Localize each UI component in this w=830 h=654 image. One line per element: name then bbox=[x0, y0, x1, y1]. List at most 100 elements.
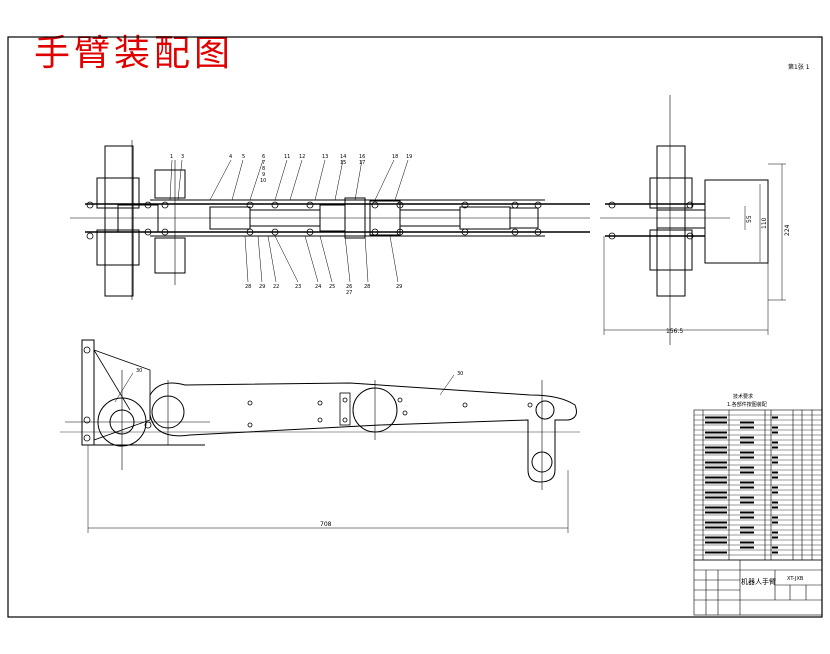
balloon-label: 29 bbox=[259, 284, 265, 290]
parts-list-entry-mark bbox=[740, 456, 754, 459]
parts-list-entry-mark bbox=[772, 491, 778, 494]
balloon-label: 11 bbox=[284, 154, 290, 160]
front-view-labels: 30 30 708 bbox=[136, 368, 463, 528]
parts-list-entry-mark bbox=[740, 421, 754, 424]
scale-note: 第1张 1 bbox=[788, 64, 810, 71]
balloon-label: 26 bbox=[346, 284, 352, 290]
parts-list-entry-mark bbox=[740, 511, 754, 514]
balloon-label: 28 bbox=[245, 284, 251, 290]
parts-list-entry-mark bbox=[740, 436, 754, 439]
parts-list-entry-mark bbox=[705, 526, 727, 529]
top-view bbox=[70, 140, 590, 300]
balloon-label: 30 bbox=[457, 371, 463, 377]
balloon-label: 23 bbox=[295, 284, 301, 290]
parts-list-entry-mark bbox=[740, 466, 754, 469]
dim-inner: 110 bbox=[761, 217, 768, 229]
parts-list-entry-mark bbox=[772, 521, 778, 524]
parts-list-entry-mark bbox=[772, 446, 778, 449]
parts-list-entry-mark bbox=[772, 416, 778, 419]
parts-list-entry-mark bbox=[705, 451, 727, 454]
parts-list-entry-mark bbox=[772, 516, 778, 519]
end-view-dimensions: 55 110 224 156.5 bbox=[666, 215, 791, 335]
balloon-label: 19 bbox=[406, 154, 412, 160]
parts-list-entry-mark bbox=[772, 461, 778, 464]
parts-list-entry-mark bbox=[705, 461, 727, 464]
parts-list-entry-mark bbox=[772, 471, 778, 474]
balloon-label: 8 bbox=[262, 166, 265, 172]
parts-list-entry-mark bbox=[705, 536, 727, 539]
parts-list-entry-mark bbox=[772, 476, 778, 479]
parts-list-entry-mark bbox=[772, 456, 778, 459]
parts-list-entry-mark bbox=[705, 436, 727, 439]
drawing-title: 手臂装配图 bbox=[34, 33, 235, 74]
parts-list-entry-mark bbox=[705, 416, 727, 419]
balloon-label: 15 bbox=[340, 160, 346, 166]
parts-list-entry-mark bbox=[740, 516, 754, 519]
balloon-label: 12 bbox=[299, 154, 305, 160]
front-view bbox=[60, 339, 580, 533]
parts-list-entry-mark bbox=[705, 511, 727, 514]
parts-list-entry-mark bbox=[705, 446, 727, 449]
top-view-balloons: 1 3 4 5 6 7 8 9 10 11 12 13 14 15 16 17 … bbox=[170, 154, 412, 296]
parts-list-entry-mark bbox=[705, 496, 727, 499]
parts-list-entry-mark bbox=[705, 481, 727, 484]
parts-list-entry-mark bbox=[772, 431, 778, 434]
drawing-code: XT-JXB bbox=[787, 576, 804, 582]
balloon-label: 22 bbox=[273, 284, 279, 290]
parts-list-entry-mark bbox=[705, 466, 727, 469]
balloon-label: 5 bbox=[242, 154, 245, 160]
parts-list-entry-mark bbox=[772, 441, 778, 444]
tech-requirements-note: 1.各部件按图装配 bbox=[727, 401, 767, 408]
parts-list-entry-mark bbox=[740, 546, 754, 549]
balloon-label: 14 bbox=[340, 154, 346, 160]
balloon-label: 25 bbox=[329, 284, 335, 290]
parts-list-entry-mark bbox=[772, 536, 778, 539]
parts-list-entry-mark bbox=[772, 546, 778, 549]
balloon-label: 29 bbox=[396, 284, 402, 290]
balloon-label: 13 bbox=[322, 154, 328, 160]
sheet-frame bbox=[7, 36, 823, 618]
parts-list-entry-mark bbox=[740, 541, 754, 544]
drawing-name: 机器人手臂 bbox=[741, 577, 776, 586]
balloon-label: 7 bbox=[262, 160, 265, 166]
parts-list-entry-mark bbox=[772, 551, 778, 554]
dim-height: 55 bbox=[746, 215, 753, 223]
parts-list-entry-mark bbox=[705, 551, 727, 554]
parts-list-entry-mark bbox=[740, 526, 754, 529]
dim-overall: 708 bbox=[320, 521, 332, 528]
parts-list-entry-mark bbox=[740, 501, 754, 504]
parts-list-entry-mark bbox=[705, 541, 727, 544]
balloon-label: 17 bbox=[359, 160, 365, 166]
parts-list-entry-mark bbox=[705, 431, 727, 434]
parts-list-entry-mark bbox=[740, 486, 754, 489]
parts-list-entry-mark bbox=[705, 421, 727, 424]
title-block-text: 技术要求 1.各部件按图装配 机器人手臂 XT-JXB bbox=[727, 393, 804, 586]
balloon-label: 24 bbox=[315, 284, 321, 290]
balloon-label: 30 bbox=[136, 368, 142, 374]
parts-list-entry-mark bbox=[740, 426, 754, 429]
tech-requirements-header: 技术要求 bbox=[733, 393, 753, 400]
parts-list bbox=[693, 409, 823, 561]
parts-list-entry-mark bbox=[705, 521, 727, 524]
parts-list-entry-mark bbox=[740, 496, 754, 499]
parts-list-entry-mark bbox=[772, 486, 778, 489]
parts-list-entry-mark bbox=[772, 426, 778, 429]
dim-width: 156.5 bbox=[666, 328, 683, 335]
parts-list-entry-mark bbox=[740, 441, 754, 444]
balloon-label: 10 bbox=[260, 178, 266, 184]
balloon-label: 4 bbox=[229, 154, 232, 160]
parts-list-entry-mark bbox=[705, 506, 727, 509]
parts-list-entry-mark bbox=[705, 491, 727, 494]
parts-list-entry-mark bbox=[740, 481, 754, 484]
balloon-label: 18 bbox=[392, 154, 398, 160]
parts-list-entry-mark bbox=[772, 501, 778, 504]
title-block bbox=[693, 559, 823, 616]
end-view bbox=[600, 95, 786, 345]
balloon-label: 9 bbox=[262, 172, 265, 178]
parts-list-entry-mark bbox=[740, 471, 754, 474]
parts-list-entry-mark bbox=[772, 506, 778, 509]
balloon-label: 3 bbox=[181, 154, 184, 160]
parts-list-entry-mark bbox=[772, 531, 778, 534]
balloon-label: 16 bbox=[359, 154, 365, 160]
